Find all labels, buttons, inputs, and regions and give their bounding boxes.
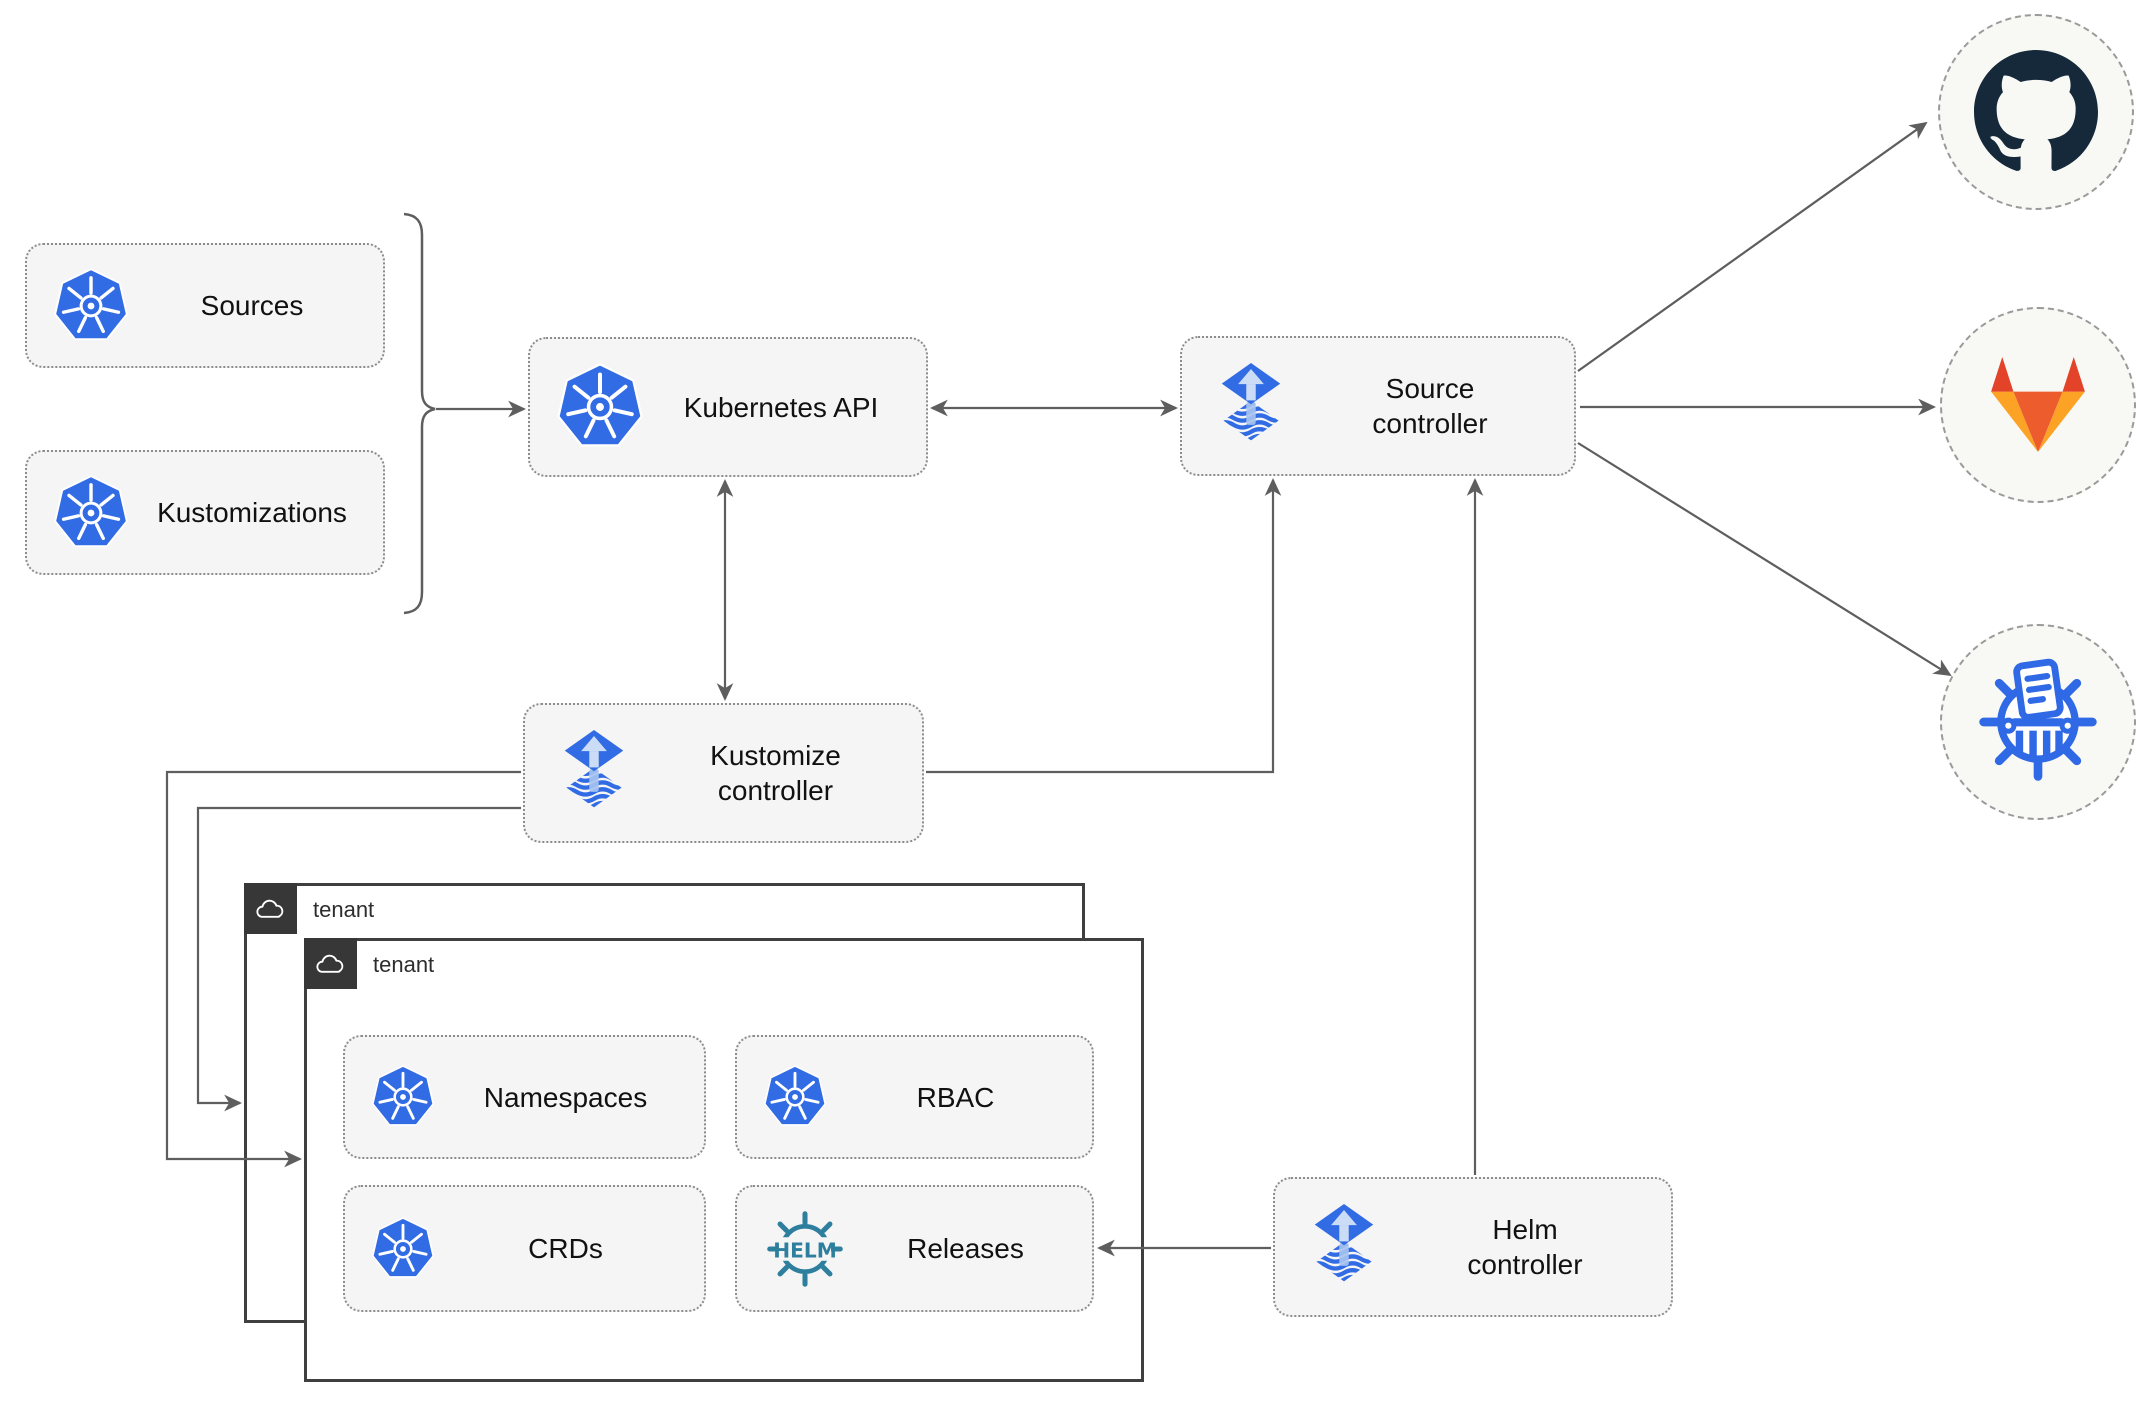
endpoint-chartmuseum bbox=[1940, 624, 2136, 820]
node-kubernetes-api: Kubernetes API bbox=[528, 337, 928, 477]
chartmuseum-icon bbox=[1970, 654, 2106, 790]
node-rbac-label: RBAC bbox=[916, 1081, 995, 1113]
node-kustomize-controller-label: Kustomize controller bbox=[710, 740, 841, 806]
edge-kustomize-to-source bbox=[926, 478, 1282, 774]
kubernetes-icon bbox=[556, 363, 644, 451]
node-source-controller-label: Source controller bbox=[1372, 373, 1488, 439]
node-releases: Releases bbox=[735, 1185, 1094, 1312]
tenant-front-tab bbox=[304, 938, 357, 989]
node-crds-label: CRDs bbox=[528, 1233, 603, 1264]
edge-source-to-chartmuseum bbox=[1577, 442, 1952, 677]
kubernetes-icon bbox=[53, 268, 129, 344]
tenant-group-front: tenant Namespaces RBAC CRDs Releases bbox=[304, 938, 1144, 1382]
node-helm-controller-label: Helm controller bbox=[1467, 1214, 1583, 1280]
node-crds: CRDs bbox=[343, 1185, 706, 1312]
edge-source-to-github bbox=[1577, 121, 1928, 372]
kubernetes-icon bbox=[371, 1217, 435, 1281]
endpoint-github bbox=[1938, 14, 2134, 210]
kubernetes-icon bbox=[371, 1065, 435, 1129]
node-kustomize-controller: Kustomize controller bbox=[523, 703, 924, 843]
github-icon bbox=[1974, 50, 2098, 174]
node-sources-label: Sources bbox=[200, 290, 304, 321]
node-source-controller: Source controller bbox=[1180, 336, 1576, 476]
tenant-front-label: tenant bbox=[373, 952, 435, 977]
flux-icon bbox=[551, 725, 637, 821]
flux-icon bbox=[1301, 1199, 1387, 1295]
node-namespaces-label: Namespaces bbox=[483, 1081, 648, 1113]
flux-icon bbox=[1208, 358, 1294, 454]
kubernetes-icon bbox=[53, 475, 129, 551]
node-kustomizations: Kustomizations bbox=[25, 450, 385, 575]
cloud-icon bbox=[253, 896, 289, 922]
brace-sources-group bbox=[403, 212, 436, 615]
tenant-back-tab bbox=[244, 883, 297, 934]
node-releases-label: Releases bbox=[907, 1233, 1024, 1264]
node-rbac: RBAC bbox=[735, 1035, 1094, 1159]
gitlab-icon bbox=[1971, 349, 2105, 461]
node-kubernetes-api-label: Kubernetes API bbox=[683, 391, 879, 423]
node-namespaces: Namespaces bbox=[343, 1035, 706, 1159]
node-helm-controller: Helm controller bbox=[1273, 1177, 1673, 1317]
endpoint-gitlab bbox=[1940, 307, 2136, 503]
cloud-icon bbox=[313, 951, 349, 977]
node-kustomizations-label: Kustomizations bbox=[157, 497, 347, 528]
tenant-back-label: tenant bbox=[313, 897, 375, 922]
kubernetes-icon bbox=[763, 1065, 827, 1129]
node-sources: Sources bbox=[25, 243, 385, 368]
helm-icon bbox=[763, 1207, 847, 1291]
